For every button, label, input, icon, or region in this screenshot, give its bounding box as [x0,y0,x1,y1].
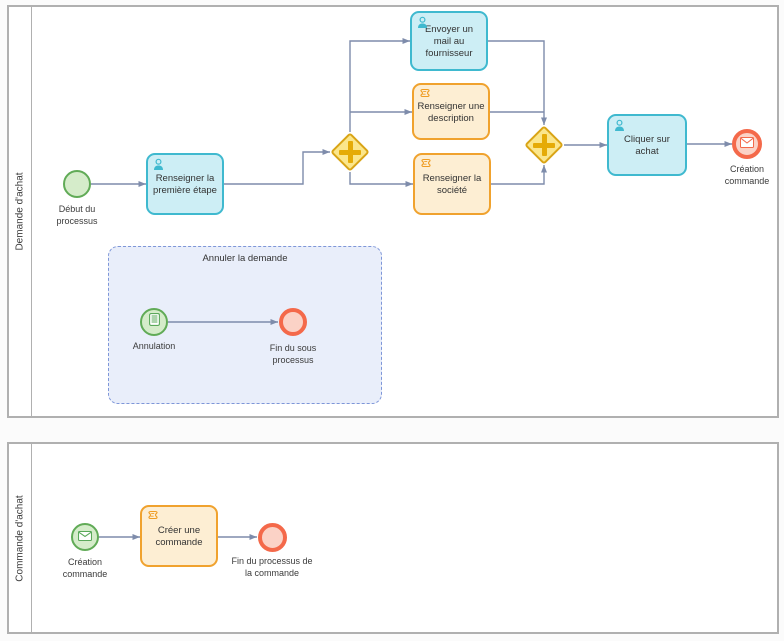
user-icon [152,158,165,175]
start-event-creation-commande[interactable] [71,523,99,551]
user-icon [613,119,626,136]
task-renseigner-premiere-etape[interactable]: Renseigner la première étape [146,153,224,215]
end-event-fin-sous-processus[interactable] [279,308,307,336]
script-icon [146,510,158,526]
script-icon [418,88,430,104]
pool-label: Commande d'achat [14,494,26,582]
task-envoyer-mail-fournisseur[interactable]: Envoyer un mail au fournisseur [410,11,488,71]
envelope-icon [740,135,754,153]
task-renseigner-description[interactable]: Renseigner une description [412,83,490,140]
task-creer-une-commande[interactable]: Créer une commande [140,505,218,567]
plus-icon [541,134,547,156]
envelope-icon [77,528,93,546]
start-event-label: Création commande [62,557,108,579]
pool-commande-achat: Commande d'achat [7,442,779,634]
task-label: Cliquer sur achat [624,134,670,157]
subprocess-title: Annuler la demande [202,253,288,264]
task-label: Envoyer un mail au fournisseur [424,24,474,59]
task-label: Renseigner la première étape [153,173,217,196]
pool-label: Demande d'achat [14,172,26,251]
start-event-label: Début du processus [56,204,98,226]
document-icon [148,313,160,331]
task-label: Créer une commande [155,525,203,548]
parallel-gateway-join[interactable] [524,125,564,165]
end-event-fin-processus-commande[interactable] [258,523,287,552]
pool-label-strip: Commande d'achat [9,444,32,632]
subprocess-end-label: Fin du sous processus [269,343,317,365]
subprocess-start-label: Annulation [132,341,176,351]
start-event-debut-processus[interactable] [63,170,91,198]
task-renseigner-societe[interactable]: Renseigner la société [413,153,491,215]
task-cliquer-sur-achat[interactable]: Cliquer sur achat [607,114,687,176]
parallel-gateway-split[interactable] [330,132,370,172]
task-label: Renseigner la société [422,173,482,196]
start-event-annulation[interactable] [140,308,168,336]
task-label: Renseigner une description [417,100,485,124]
plus-icon [347,141,353,163]
pool-label-strip: Demande d'achat [9,7,32,416]
end-event-label: Fin du processus de la commande [231,556,313,578]
end-event-creation-commande[interactable] [732,129,762,159]
user-icon [416,16,429,33]
script-icon [419,158,431,174]
end-event-label: Création commande [724,164,770,186]
